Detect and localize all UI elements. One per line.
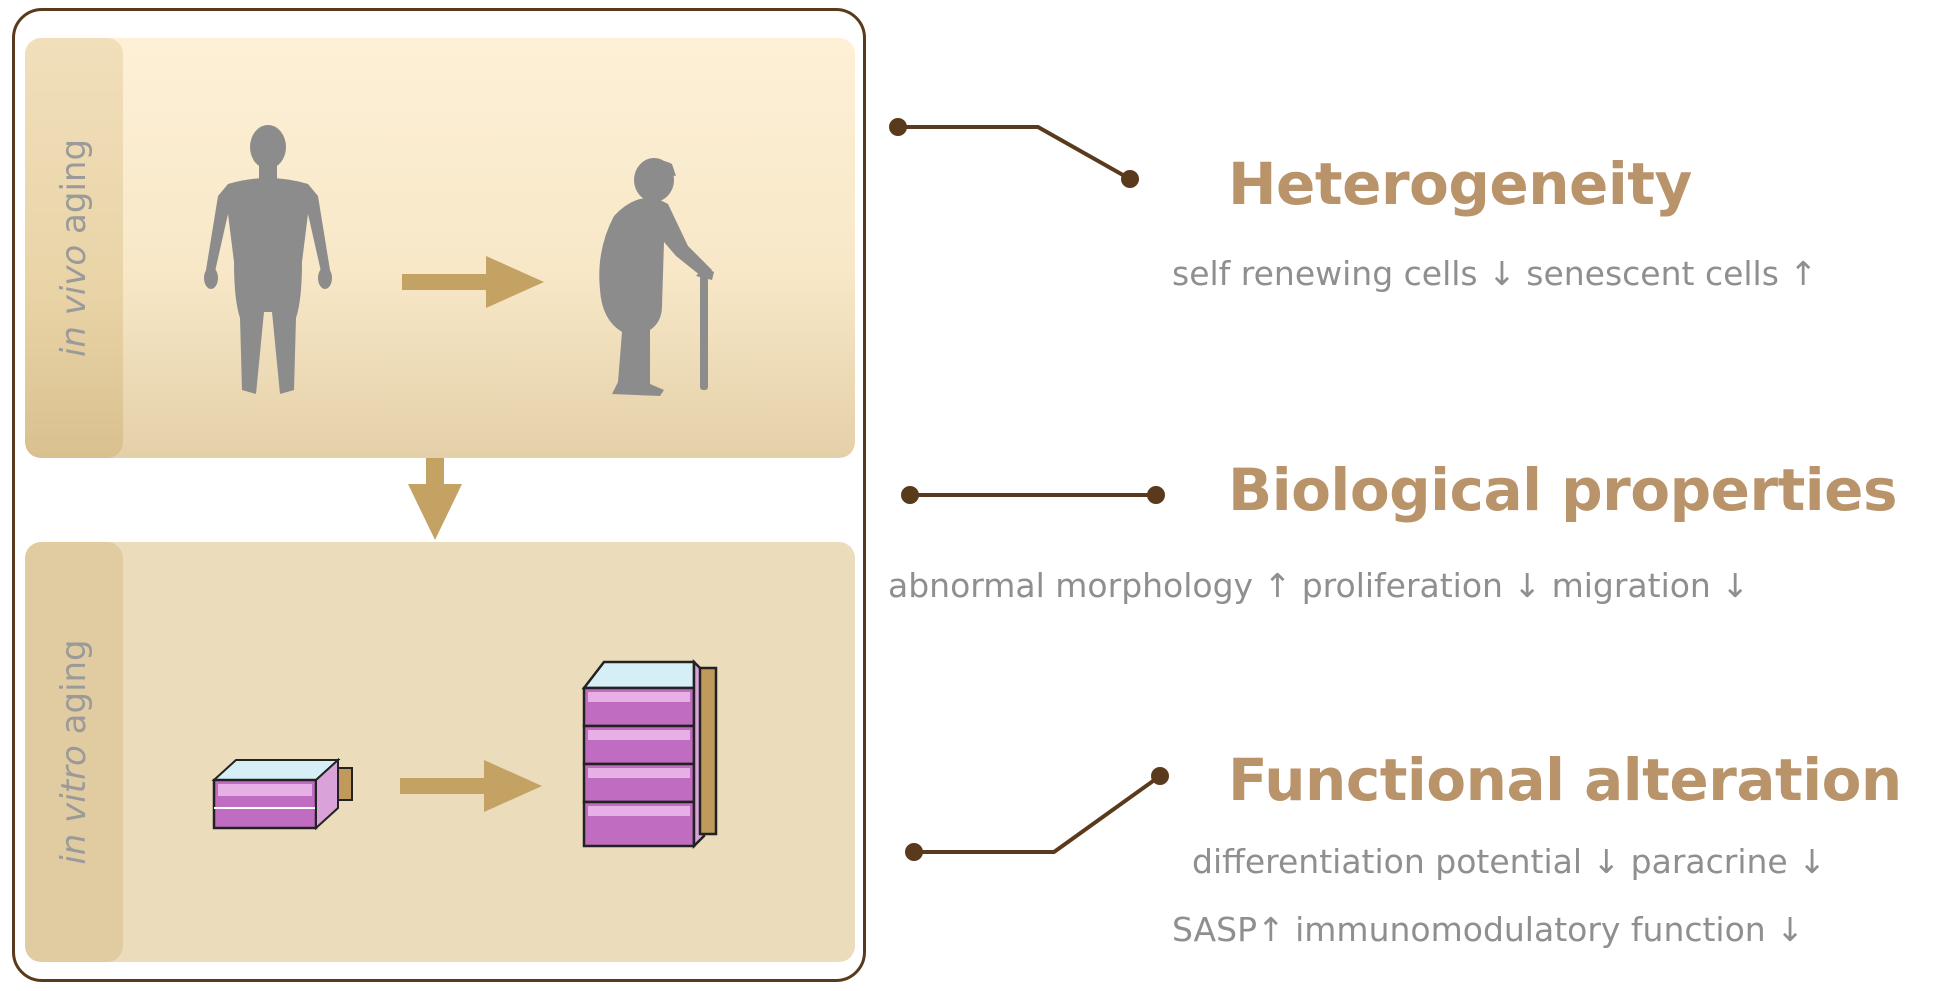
in-vitro-arrow: [400, 760, 542, 812]
connector-functional: [905, 767, 1169, 861]
young-person-icon: [204, 125, 332, 394]
connector-heterogeneity: [889, 118, 1139, 188]
in-vivo-arrow: [402, 256, 544, 308]
heterogeneity-detail: self renewing cells ↓ senescent cells ↑: [1172, 254, 1818, 293]
stacked-flasks-icon: [581, 658, 718, 850]
biological-title: Biological properties: [1228, 456, 1898, 524]
heterogeneity-title: Heterogeneity: [1228, 150, 1692, 218]
functional-title: Functional alteration: [1228, 746, 1902, 814]
elderly-person-icon: [599, 158, 714, 396]
in-vitro-tab: in vitro aging: [25, 542, 123, 962]
biological-detail: abnormal morphology ↑ proliferation ↓ mi…: [888, 566, 1749, 605]
left-frame: [12, 8, 866, 982]
down-arrow: [408, 458, 462, 540]
in-vivo-tab: in vivo aging: [25, 38, 123, 458]
functional-detail-1: differentiation potential ↓ paracrine ↓: [1192, 842, 1826, 881]
culture-flask-icon: [211, 757, 353, 831]
functional-detail-2: SASP↑ immunomodulatory function ↓: [1172, 910, 1804, 949]
in-vivo-panel: in vivo aging: [25, 38, 855, 458]
connector-biological: [901, 486, 1165, 504]
